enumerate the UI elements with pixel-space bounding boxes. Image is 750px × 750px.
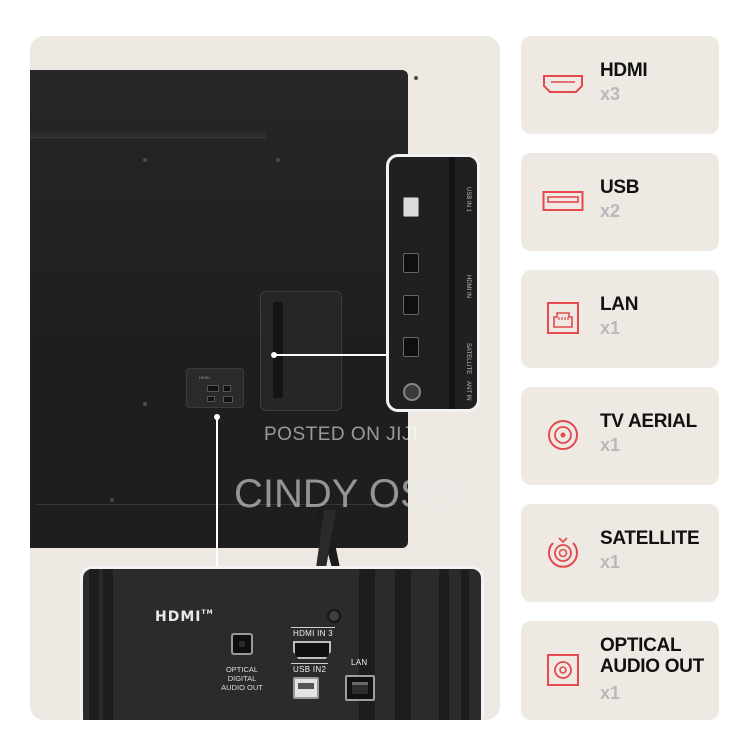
hdmi-side-label: HDMI IN (465, 275, 471, 298)
feature-title: TV AERIAL (600, 411, 697, 432)
feature-title: SATELLITE (600, 528, 700, 549)
tv-screw (110, 498, 114, 502)
optical-audio-icon (541, 652, 585, 688)
feature-card-hdmi: HDMI x3 (521, 36, 719, 134)
side-ports-zoom: USB IN 1 HDMI IN SATELLITE ANT IN (386, 154, 480, 412)
usb-port-icon (541, 183, 585, 219)
tv-aerial-icon (541, 417, 585, 453)
feature-title: USB (600, 177, 640, 198)
tv-screw (143, 158, 147, 162)
satellite-side-label: SATELLITE (465, 343, 471, 375)
small-port (207, 385, 219, 392)
callout-line (216, 416, 218, 568)
tv-stand-foot (316, 510, 340, 568)
usb-side-label: USB IN 1 (465, 187, 471, 213)
tv-back-panel (30, 70, 408, 548)
small-port (223, 385, 231, 392)
hdmi-port-zoom (403, 295, 419, 315)
feature-count: x2 (600, 201, 621, 221)
tv-vent-slot (30, 132, 266, 138)
feature-card-usb: USB x2 (521, 153, 719, 251)
small-port (207, 396, 215, 402)
antenna-side-label: ANT IN (465, 381, 471, 401)
feature-title: HDMI (600, 60, 648, 81)
watermark-line-1: POSTED ON JIJI (264, 424, 418, 445)
feature-count: x1 (600, 435, 621, 455)
feature-count: x3 (600, 84, 621, 104)
rear-ports-zoom: HDMITM OPTICAL DIGITAL AUDIO OUT HDMI IN… (80, 566, 484, 720)
optical-port-label: OPTICAL DIGITAL AUDIO OUT (221, 665, 263, 692)
feature-count: x1 (600, 318, 621, 338)
feature-count: x1 (600, 683, 621, 703)
hdmi-port-zoom (403, 337, 419, 357)
usb-in-2-label: USB IN2 (291, 663, 329, 674)
hdmi-logo: HDMITM (155, 609, 214, 625)
feature-title: LAN (600, 294, 639, 315)
side-port-recess (260, 291, 342, 411)
panel-screw (327, 609, 341, 623)
feature-card-satellite: SATELLITE x1 (521, 504, 719, 602)
optical-port (231, 633, 253, 655)
feature-card-optical-audio-out: OPTICAL AUDIO OUT x1 (521, 621, 719, 720)
feature-title-line-2: AUDIO OUT (600, 656, 704, 677)
satellite-icon (541, 534, 585, 570)
small-hdmi-label: HDMI (199, 375, 211, 380)
small-port (223, 396, 233, 403)
tv-screw (143, 402, 147, 406)
feature-count: x1 (600, 552, 621, 572)
feature-title-line-1: OPTICAL (600, 635, 682, 656)
usb-in-2-port (293, 677, 319, 699)
feature-card-tv-aerial: TV AERIAL x1 (521, 387, 719, 485)
callout-line (274, 354, 388, 356)
tv-screw (276, 158, 280, 162)
rear-port-cluster: HDMI (186, 368, 244, 408)
watermark-line-2: CINDY OSEI (234, 472, 465, 516)
hdmi-port-icon (541, 66, 585, 102)
tv-screw (414, 76, 418, 80)
tv-rear-illustration: HDMI USB IN 1 HDMI IN SATELLITE ANT IN (30, 36, 500, 720)
hdmi-port-zoom (403, 253, 419, 273)
hdmi-in-3-label: HDMI IN 3 (291, 627, 336, 638)
lan-label: LAN (351, 658, 368, 667)
lan-port-icon (541, 300, 585, 336)
hdmi-in-3-port (293, 641, 331, 659)
usb-port-zoom (403, 197, 419, 217)
antenna-port-zoom (403, 383, 421, 401)
feature-card-lan: LAN x1 (521, 270, 719, 368)
lan-port (345, 675, 375, 701)
